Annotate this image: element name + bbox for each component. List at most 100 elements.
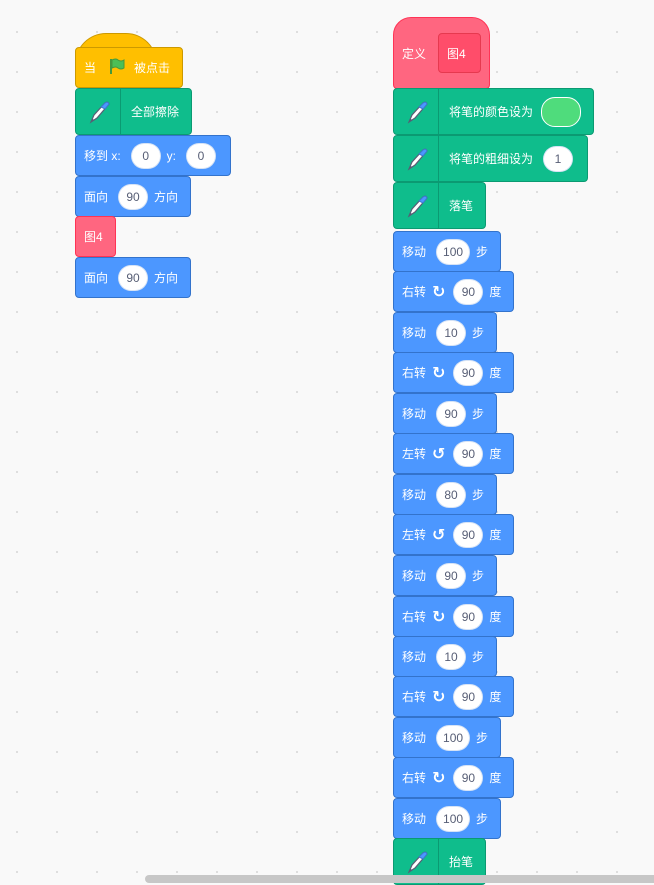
turn-right-block[interactable]: 右转 ↻ 90 度 [393,596,515,637]
block-label: 移动 [402,326,427,340]
turn-right-block[interactable]: 右转 ↻ 90 度 [393,676,515,717]
block-label: 右转 [402,771,427,785]
number-input[interactable]: 0 [186,142,217,169]
number-input[interactable]: 100 [436,724,471,751]
block-label: 步 [472,650,485,664]
block-label: 抬笔 [449,855,474,869]
point-direction-block[interactable]: 面向 90 方向 [75,176,192,217]
block-label: 移到 x: [84,149,121,163]
set-pen-color-block[interactable]: 将笔的颜色设为 [393,88,595,135]
block-label: 右转 [402,366,427,380]
block-label: 步 [476,731,489,745]
block-label: 度 [489,610,502,624]
block-label: 移动 [402,731,427,745]
block-label: 度 [489,771,502,785]
block-label: 落笔 [449,199,474,213]
pen-down-block[interactable]: 落笔 [393,182,487,229]
number-input[interactable]: 0 [130,142,161,169]
block-label: 移动 [402,812,427,826]
block-label: 步 [476,245,489,259]
block-label: 右转 [402,285,427,299]
block-label: 将笔的颜色设为 [449,105,534,119]
move-steps-block[interactable]: 移动 100 步 [393,717,502,758]
pen-icon [398,839,439,884]
rotate-left-icon: ↺ [432,526,446,544]
turn-right-block[interactable]: 右转 ↻ 90 度 [393,757,515,798]
block-label: 度 [489,528,502,542]
block-label: 移动 [402,569,427,583]
block-label: 左转 [402,447,427,461]
move-steps-block[interactable]: 移动 10 步 [393,312,498,353]
block-label: y: [166,148,177,163]
block-label: 步 [472,488,485,502]
rotate-right-icon: ↻ [432,769,446,787]
block-label: 步 [472,569,485,583]
block-label: 面向 [84,271,109,285]
block-label: 度 [489,285,502,299]
block-label: 移动 [402,407,427,421]
number-input[interactable]: 90 [453,359,484,386]
block-label: 面向 [84,190,109,204]
block-label: 步 [476,812,489,826]
when-flag-clicked-block[interactable]: 当 被点击 [75,33,184,88]
number-input[interactable]: 90 [118,183,149,210]
call-custom-block-tu4[interactable]: 图4 [75,216,116,257]
block-label: 右转 [402,610,427,624]
block-label: 被点击 [134,61,171,75]
number-input[interactable]: 90 [453,278,484,305]
number-input[interactable]: 90 [453,521,484,548]
define-block[interactable]: 定义 图4 [393,17,490,89]
number-input[interactable]: 10 [436,319,467,346]
turn-right-block[interactable]: 右转 ↻ 90 度 [393,271,515,312]
rotate-right-icon: ↻ [432,688,446,706]
move-steps-block[interactable]: 移动 90 步 [393,555,498,596]
number-input[interactable]: 90 [453,603,484,630]
block-label: 图4 [84,230,103,244]
block-label: 左转 [402,528,427,542]
number-input[interactable]: 90 [436,562,467,589]
block-label: 步 [472,326,485,340]
rotate-right-icon: ↻ [432,283,446,301]
number-input[interactable]: 90 [453,440,484,467]
block-label: 方向 [154,190,179,204]
number-input[interactable]: 100 [436,238,471,265]
color-picker-input[interactable] [541,96,582,127]
number-input[interactable]: 90 [453,683,484,710]
turn-left-block[interactable]: 左转 ↺ 90 度 [393,514,515,555]
number-input[interactable]: 90 [453,764,484,791]
horizontal-scrollbar[interactable] [145,875,654,883]
prototype-label: 图4 [447,46,466,61]
number-input[interactable]: 1 [543,145,574,172]
block-label: 右转 [402,690,427,704]
block-label: 度 [489,690,502,704]
block-label: 全部擦除 [131,105,180,119]
green-flag-icon [108,57,126,78]
move-steps-block[interactable]: 移动 10 步 [393,636,498,677]
block-label: 移动 [402,650,427,664]
go-to-xy-block[interactable]: 移到 x: 0 y: 0 [75,135,232,176]
block-label: 移动 [402,245,427,259]
block-label: 度 [489,447,502,461]
pen-icon [80,89,121,134]
pen-icon [398,89,439,134]
move-steps-block[interactable]: 移动 100 步 [393,231,502,272]
move-steps-block[interactable]: 移动 100 步 [393,798,502,839]
number-input[interactable]: 90 [118,264,149,291]
block-label: 当 [84,61,97,75]
block-label: 定义 [402,46,427,61]
number-input[interactable]: 10 [436,643,467,670]
number-input[interactable]: 80 [436,481,467,508]
pen-clear-block[interactable]: 全部擦除 [75,88,193,135]
custom-block-prototype[interactable]: 图4 [438,33,481,73]
pen-icon [398,136,439,181]
number-input[interactable]: 100 [436,805,471,832]
number-input[interactable]: 90 [436,400,467,427]
rotate-right-icon: ↻ [432,608,446,626]
rotate-right-icon: ↻ [432,364,446,382]
